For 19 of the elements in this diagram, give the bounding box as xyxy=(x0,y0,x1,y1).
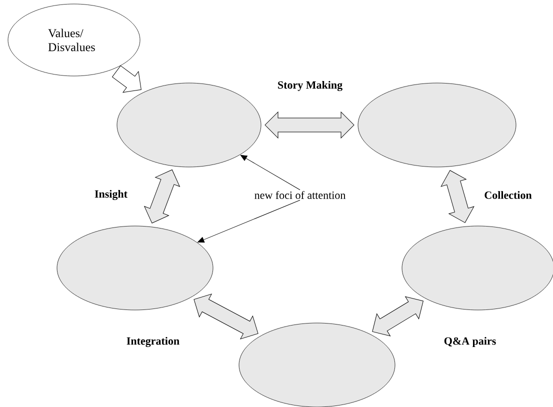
annotation-text: new foci of attention xyxy=(254,191,346,199)
block-arrow xyxy=(440,170,474,223)
block-arrow xyxy=(194,294,258,340)
block-arrow xyxy=(264,112,354,138)
edge-label: Insight xyxy=(94,190,128,200)
arrow xyxy=(240,154,300,190)
ellipse xyxy=(116,82,262,168)
ellipse xyxy=(402,226,553,310)
edge-label: Q&A pairs xyxy=(444,337,496,347)
edge-label: Integration xyxy=(126,336,180,348)
ellipse xyxy=(358,82,516,168)
edge-label: Story Making xyxy=(278,80,342,92)
block-arrow xyxy=(144,170,180,224)
block-arrow xyxy=(372,296,424,336)
ellipse xyxy=(238,322,396,407)
block-arrow xyxy=(112,65,142,93)
edge-label: Collection xyxy=(484,191,532,199)
ellipse xyxy=(56,226,214,310)
arrow xyxy=(198,200,300,243)
